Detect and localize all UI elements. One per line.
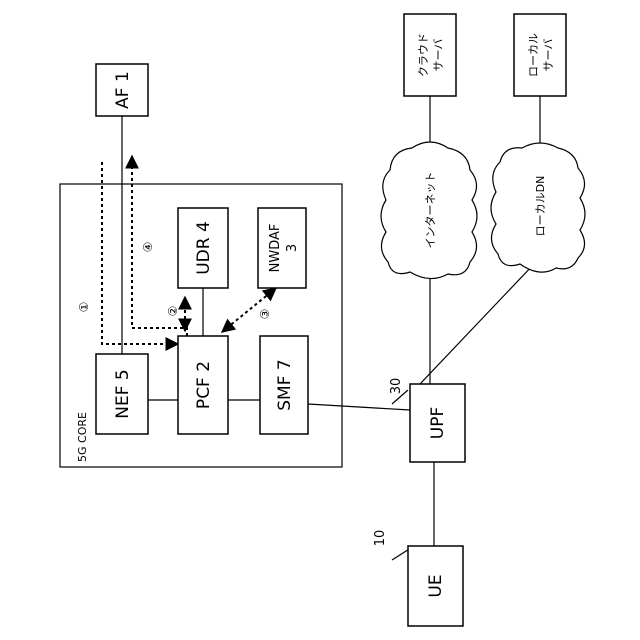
nwdaf-label-line1: NWDAF — [268, 224, 283, 273]
udr-label: UDR 4 — [194, 221, 214, 275]
upf-reference-number: 30 — [389, 378, 404, 395]
local-dn-label: ローカルDN — [534, 176, 547, 237]
internet-cloud: インターネット — [381, 142, 477, 279]
local-server-node: ローカル サーバ — [514, 14, 566, 96]
nwdaf-node: NWDAF 3 — [258, 208, 306, 288]
step3-label: ③ — [258, 309, 272, 320]
5g-core-label: 5G CORE — [76, 412, 89, 462]
step1-label: ① — [77, 302, 91, 313]
cloud-server-label-line1: クラウド — [417, 33, 430, 77]
step2-label: ② — [166, 306, 180, 317]
upf-label: UPF — [428, 407, 448, 439]
udr-node: UDR 4 — [178, 208, 228, 288]
local-server-label-line2: サーバ — [542, 39, 555, 72]
af-node: AF 1 — [96, 64, 148, 116]
ue-node: UE — [408, 546, 463, 626]
cloud-server-node: クラウド サーバ — [404, 14, 456, 96]
pcf-node: PCF 2 — [178, 336, 228, 434]
smf-node: SMF 7 — [260, 336, 308, 434]
nwdaf-label-line2: 3 — [285, 244, 300, 252]
ue-reference-number: 10 — [373, 530, 388, 547]
internet-label: インターネット — [424, 172, 437, 249]
smf-upf-line — [308, 404, 410, 410]
pcf-label: PCF 2 — [194, 361, 214, 409]
af-label: AF 1 — [113, 71, 133, 109]
cloud-server-label-line2: サーバ — [432, 39, 445, 72]
local-server-label-line1: ローカル — [527, 33, 540, 77]
upf-localdn-line — [420, 264, 534, 384]
rotated-drawing: 5G CORE ① ② ③ ④ AF 1 NEF 5 — [60, 14, 585, 626]
nef-node: NEF 5 — [96, 354, 148, 434]
ue-label: UE — [426, 574, 446, 597]
upf-node: UPF — [410, 384, 465, 462]
local-dn-cloud: ローカルDN — [491, 143, 585, 272]
smf-label: SMF 7 — [275, 359, 295, 410]
nef-label: NEF 5 — [113, 369, 133, 418]
step4-label: ④ — [141, 242, 155, 253]
